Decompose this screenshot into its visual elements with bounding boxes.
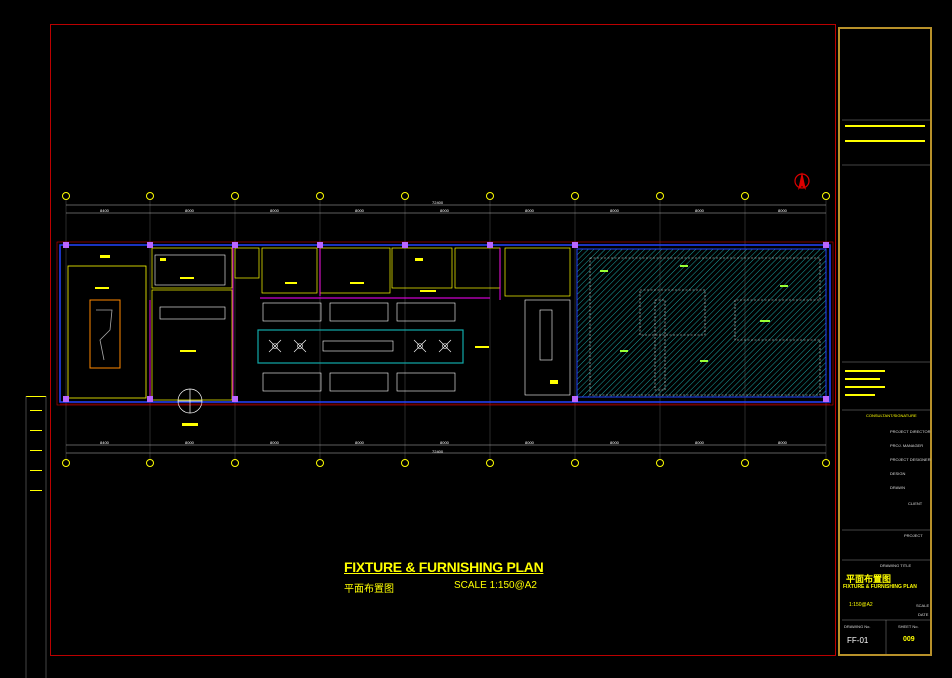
title-block-title-en: FIXTURE & FURNISHING PLAN <box>843 584 917 590</box>
left-margin-legend <box>26 396 46 491</box>
sheet-no-label: SHEET No. <box>898 624 919 629</box>
scale-label: SCALE <box>916 603 930 608</box>
service-counter <box>524 299 571 396</box>
field-label: DRAWN <box>890 485 905 490</box>
sheet-number: 009 <box>903 636 915 643</box>
total-dimension-top: 72400 <box>432 200 444 205</box>
title-block-title-cn: 平面布置图 <box>846 574 892 584</box>
dimension-label: 8000 <box>185 208 194 213</box>
north-arrow-icon <box>794 172 810 190</box>
central-dining-zone <box>257 329 464 364</box>
dimension-label: 8000 <box>270 440 279 445</box>
dimension-label: 8000 <box>695 440 704 445</box>
title-block <box>838 27 932 656</box>
field-label: CLIENT <box>908 501 923 506</box>
hatched-zone <box>576 248 827 398</box>
plan-scale: SCALE 1:150@A2 <box>454 580 537 591</box>
grid-bubbles-top <box>62 192 830 200</box>
field-label: DESIGN <box>890 471 906 476</box>
dimension-label: 8400 <box>100 208 109 213</box>
dimension-label: 8400 <box>100 440 109 445</box>
plan-title: FIXTURE & FURNISHING PLAN <box>344 559 544 575</box>
dimension-label: 8000 <box>778 440 787 445</box>
dimension-label: 8000 <box>525 208 534 213</box>
dimension-label: 8000 <box>778 208 787 213</box>
building-outline <box>59 244 831 403</box>
drawing-title-label: DRAWING TITLE <box>880 563 912 568</box>
grid-bubbles-bottom <box>62 459 830 467</box>
dimension-label: 8000 <box>440 440 449 445</box>
dimension-label: 8000 <box>185 440 194 445</box>
title-block-lines <box>842 119 930 655</box>
hatched-zone-outlines <box>589 257 821 396</box>
booth-seating <box>154 254 456 392</box>
field-label: PROJECT <box>904 533 923 538</box>
total-dimension-bottom: 72400 <box>432 449 444 454</box>
partition-walls <box>149 248 501 400</box>
drawing-number: FF-01 <box>847 636 869 645</box>
dimension-label: 8000 <box>270 208 279 213</box>
dimension-label: 8000 <box>525 440 534 445</box>
dimension-label: 8000 <box>695 208 704 213</box>
dimension-lines <box>66 204 826 454</box>
feature-wall <box>89 299 121 369</box>
dimension-label: 8000 <box>440 208 449 213</box>
lobby-room <box>67 265 147 399</box>
consultant-label: CONSULTANT/SIGNATURE <box>866 413 917 418</box>
field-label: PROJ. MANAGER <box>890 443 924 448</box>
entry-door-icon <box>177 388 203 414</box>
dining-tables <box>268 339 452 353</box>
title-block-scale: 1:150@A2 <box>849 602 873 608</box>
plan-title-cn: 平面布置图 <box>344 584 394 595</box>
dimension-label: 8000 <box>610 440 619 445</box>
hatched-zone-labels <box>600 265 788 362</box>
field-label: PROJECT DIRECTOR <box>890 429 931 434</box>
field-label: PROJECT DESIGNER <box>890 457 931 462</box>
dimension-label: 8000 <box>355 440 364 445</box>
date-label: DATE <box>918 612 929 617</box>
rooms <box>151 247 571 401</box>
dimension-label: 8000 <box>355 208 364 213</box>
structural-columns <box>63 242 829 402</box>
dimension-label: 8000 <box>610 208 619 213</box>
drawing-no-label: DRAWING No. <box>844 624 871 629</box>
drawing-frame <box>50 24 836 656</box>
title-block-marks <box>845 125 925 396</box>
room-tags <box>95 255 558 426</box>
